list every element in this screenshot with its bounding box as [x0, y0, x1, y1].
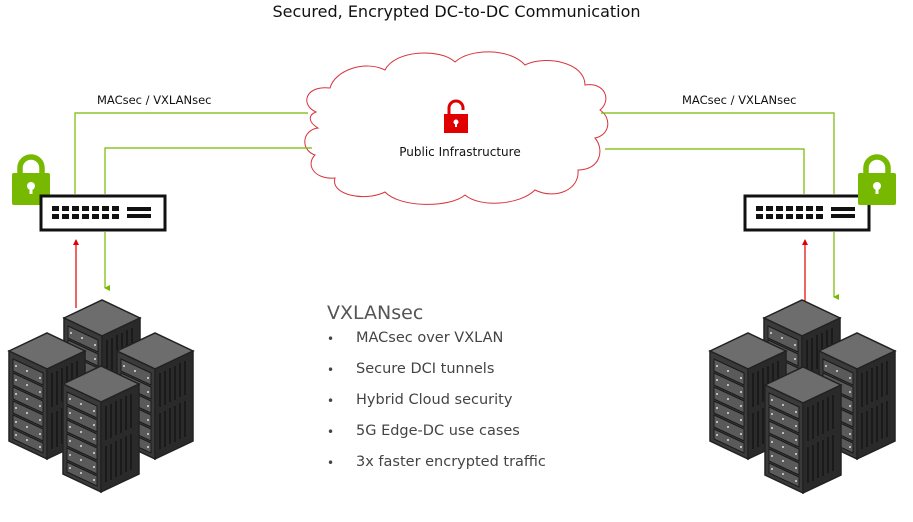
right-locked-padlock-icon	[858, 157, 896, 205]
left-link-lines	[73, 112, 312, 308]
bullet-icon: •	[327, 394, 335, 408]
feature-text: Hybrid Cloud security	[356, 392, 513, 408]
feature-text: 5G Edge-DC use cases	[356, 423, 520, 439]
right-server-racks-icon	[709, 299, 896, 494]
feature-text: 3x faster encrypted traffic	[356, 454, 546, 470]
feature-item: • 5G Edge-DC use cases	[327, 423, 546, 454]
left-network-switch-icon	[39, 194, 167, 232]
right-link-lines	[601, 112, 839, 308]
bullet-icon: •	[327, 425, 335, 439]
features-title: VXLANsec	[327, 302, 424, 324]
feature-text: MACsec over VXLAN	[356, 330, 504, 346]
feature-text: Secure DCI tunnels	[356, 361, 495, 377]
bullet-icon: •	[327, 332, 335, 346]
feature-item: • MACsec over VXLAN	[327, 330, 546, 361]
unlocked-padlock-icon	[444, 99, 468, 133]
left-link-label: MACsec / VXLANsec	[97, 93, 212, 107]
features-panel: VXLANsec • MACsec over VXLAN • Secure DCI …	[327, 302, 546, 485]
left-server-racks-icon	[8, 299, 194, 493]
bullet-icon: •	[327, 363, 335, 377]
feature-item: • 3x faster encrypted traffic	[327, 454, 546, 485]
diagram-title: Secured, Encrypted DC-to-DC Communicatio…	[272, 2, 641, 21]
right-link-label: MACsec / VXLANsec	[682, 93, 797, 107]
feature-item: • Secure DCI tunnels	[327, 361, 546, 392]
bullet-icon: •	[327, 456, 335, 470]
cloud-label: Public Infrastructure	[399, 145, 521, 159]
feature-item: • Hybrid Cloud security	[327, 392, 546, 423]
right-network-switch-icon	[743, 194, 871, 232]
